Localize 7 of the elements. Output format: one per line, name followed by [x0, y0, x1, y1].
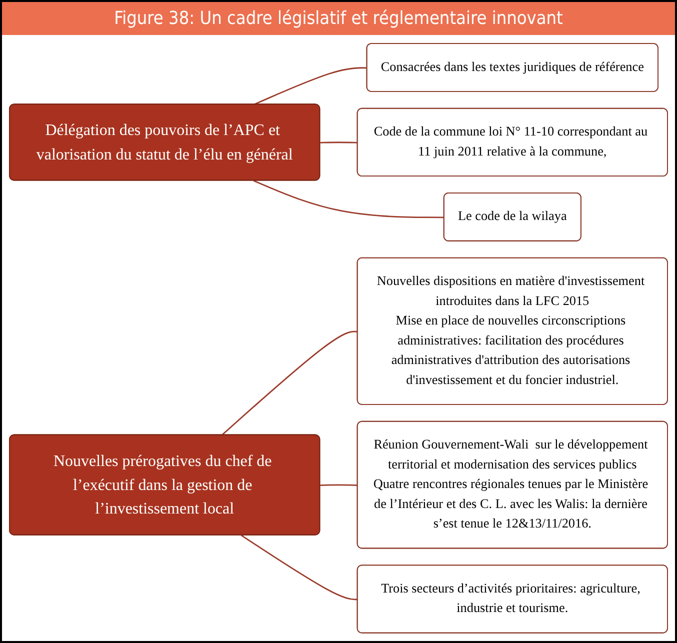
- connector: [253, 180, 444, 218]
- connector: [253, 66, 368, 106]
- title-banner: Figure 38: Un cadre législatif et réglementaire innovant: [2, 2, 675, 35]
- connector: [320, 141, 358, 144]
- connector: [240, 534, 358, 600]
- connector: [320, 484, 358, 486]
- connector: [221, 330, 358, 436]
